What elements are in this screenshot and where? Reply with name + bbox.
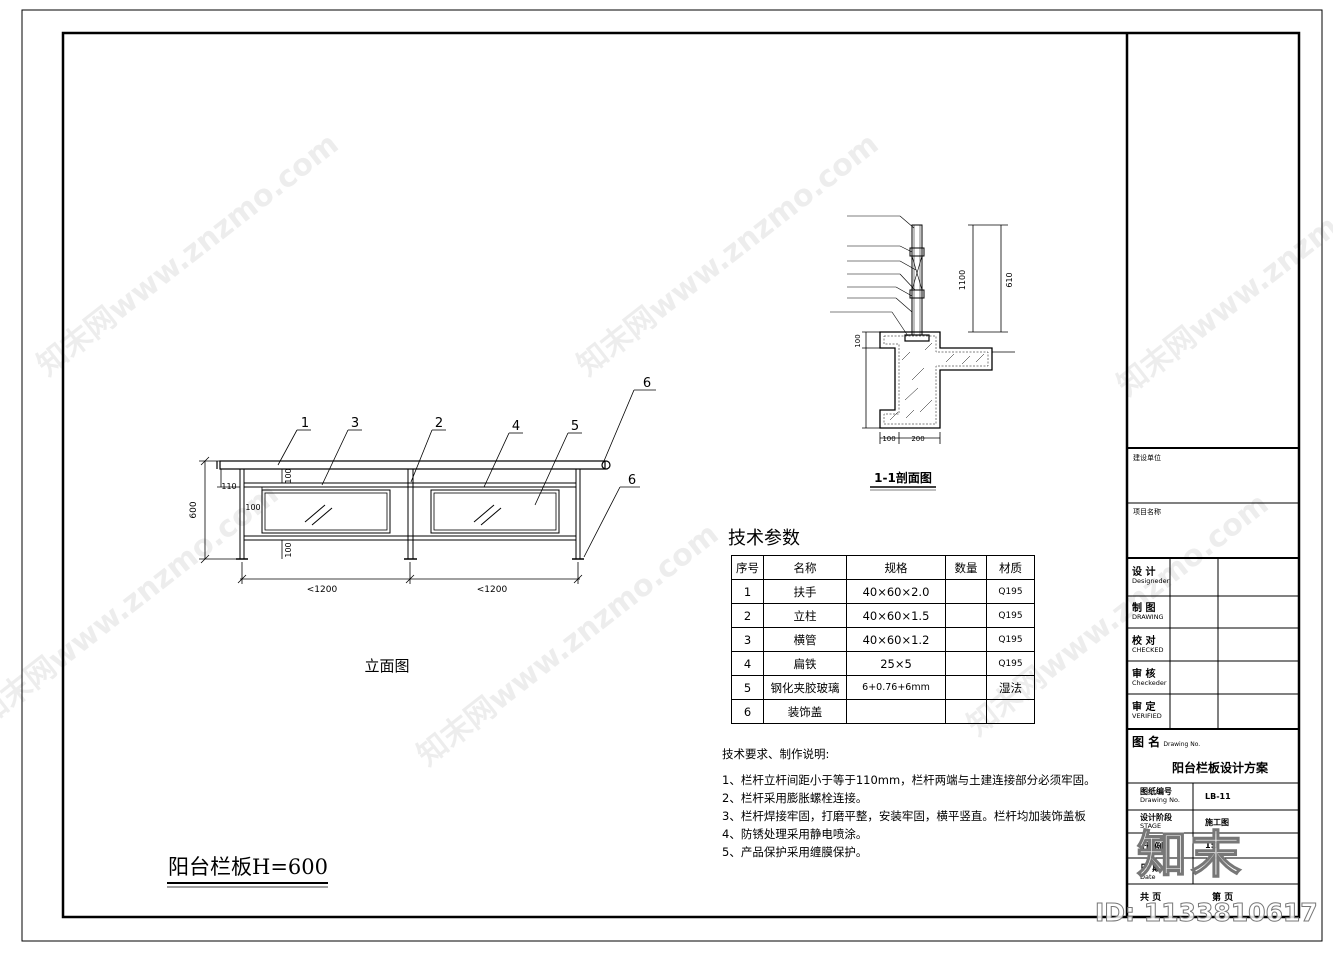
header-material: 材质 (986, 555, 1035, 580)
id-watermark: ID: 1133810617 (1095, 898, 1319, 928)
notes-heading: 技术要求、制作说明: (722, 747, 830, 761)
section-title: 1-1剖面图 (874, 470, 932, 485)
dim-height-600: 600 (189, 501, 199, 518)
dim-100-mid: 100 (245, 503, 260, 512)
dim-span-1: <1200 (307, 585, 338, 595)
tb-build-unit: 建设单位 (1133, 454, 1161, 462)
table-row: 6 装饰盖 (731, 699, 1035, 724)
note-item: 4、防锈处理采用静电喷涂。 (722, 827, 868, 841)
callout-5: 5 (571, 419, 579, 434)
cell-index: 2 (731, 603, 764, 628)
callout-2: 2 (435, 416, 443, 431)
table-row: 2 立柱 40×60×1.5 Q195 (731, 603, 1035, 628)
cell-qty (945, 675, 987, 700)
callout-6-bottom: 6 (628, 473, 636, 488)
cell-index: 5 (731, 675, 764, 700)
tb-total-pages: 共 页 (1140, 893, 1162, 903)
drawing-title: 阳台栏板H=600 (168, 855, 328, 879)
dim-100-bottom: 100 (284, 542, 293, 557)
cell-spec: 25×5 (846, 651, 946, 676)
header-name: 名称 (763, 555, 847, 580)
dim-100-top: 100 (284, 468, 293, 483)
cell-qty (945, 579, 987, 604)
dim-100-section-left: 100 (854, 334, 862, 347)
cell-name: 扶手 (763, 579, 847, 604)
header-spec: 规格 (846, 555, 946, 580)
dim-1100: 1100 (958, 270, 967, 290)
cell-index: 4 (731, 651, 764, 676)
cell-spec: 6+0.76+6mm (846, 675, 946, 700)
table-row: 5 钢化夹胶玻璃 6+0.76+6mm 湿法 (731, 675, 1035, 700)
cell-index: 1 (731, 579, 764, 604)
notes-block: 技术要求、制作说明: 1、栏杆立杆间距小于等于110mm，栏杆两端与土建连接部分… (722, 745, 1096, 861)
cell-qty (945, 699, 987, 724)
cell-material: Q195 (986, 627, 1035, 652)
cell-name: 钢化夹胶玻璃 (763, 675, 847, 700)
cell-spec: 40×60×1.2 (846, 627, 946, 652)
cell-material: Q195 (986, 579, 1035, 604)
header-qty: 数量 (945, 555, 987, 580)
tb-name-label: 图 名 Drawing No. (1132, 735, 1201, 749)
cell-material: Q195 (986, 603, 1035, 628)
note-item: 3、栏杆焊接牢固，打磨平整，安装牢固，横平竖直。栏杆均加装饰盖板 (722, 809, 1086, 823)
table-row: 4 扁铁 25×5 Q195 (731, 651, 1035, 676)
dim-610: 610 (1005, 272, 1014, 287)
tech-params-title: 技术参数 (728, 528, 800, 549)
callout-6-top: 6 (643, 376, 651, 391)
cell-material: Q195 (986, 651, 1035, 676)
table-header-row: 序号 名称 规格 数量 材质 (731, 555, 1035, 580)
note-item: 1、栏杆立杆间距小于等于110mm，栏杆两端与土建连接部分必须牢固。 (722, 773, 1096, 787)
cell-material: 湿法 (986, 675, 1035, 700)
cell-name: 立柱 (763, 603, 847, 628)
cell-name: 扁铁 (763, 651, 847, 676)
cell-index: 6 (731, 699, 764, 724)
tb-page-no: 第 页 (1212, 893, 1234, 903)
cell-material (986, 699, 1035, 724)
tb-stage-value: 施工图 (1205, 818, 1229, 827)
cell-name: 横管 (763, 627, 847, 652)
elevation-title: 立面图 (364, 657, 409, 675)
dim-110: 110 (221, 482, 236, 491)
cell-index: 3 (731, 627, 764, 652)
cell-spec: 40×60×1.5 (846, 603, 946, 628)
tech-params-table: 序号 名称 规格 数量 材质 1 扶手 40×60×2.0 Q195 2 立柱 (731, 555, 1035, 724)
tb-scale-label: 比 例 (1142, 843, 1164, 853)
tb-number-value: LB-11 (1205, 792, 1231, 801)
dim-100-section: 100 (882, 435, 895, 443)
cell-qty (945, 603, 987, 628)
cell-spec (846, 699, 946, 724)
cell-spec: 40×60×2.0 (846, 579, 946, 604)
cell-qty (945, 627, 987, 652)
callout-1: 1 (301, 416, 309, 431)
tb-scale-value: 1:1 (1205, 841, 1220, 850)
note-item: 2、栏杆采用膨胀螺栓连接。 (722, 791, 868, 805)
dim-span-2: <1200 (477, 585, 508, 595)
tb-project-name: 项目名称 (1133, 508, 1161, 516)
tb-name-value: 阳台栏板设计方案 (1172, 761, 1269, 775)
cell-name: 装饰盖 (763, 699, 847, 724)
callout-4: 4 (512, 419, 520, 434)
header-index: 序号 (731, 555, 764, 580)
table-row: 1 扶手 40×60×2.0 Q195 (731, 579, 1035, 604)
callout-3: 3 (351, 416, 359, 431)
brand-watermark: 知末 (1136, 825, 1245, 885)
cell-qty (945, 651, 987, 676)
dim-200-section: 200 (911, 435, 924, 443)
table-row: 3 横管 40×60×1.2 Q195 (731, 627, 1035, 652)
note-item: 5、产品保护采用缠膜保护。 (722, 845, 868, 859)
